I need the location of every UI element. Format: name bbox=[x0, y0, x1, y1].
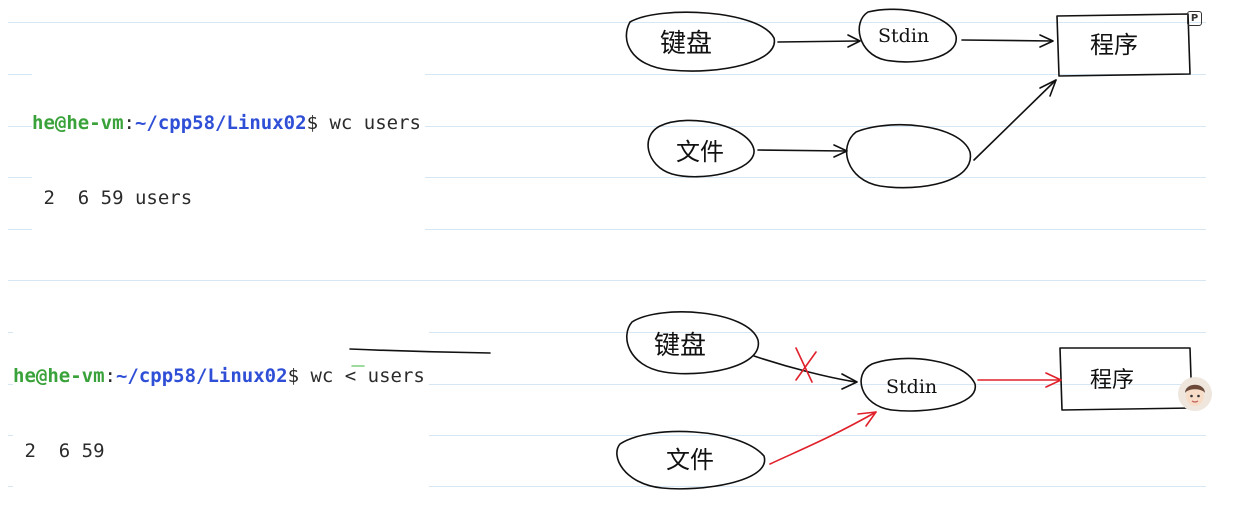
empty-stdin-ellipse bbox=[847, 125, 971, 188]
label-file-bottom: 文件 bbox=[666, 446, 714, 474]
page-margin bbox=[1206, 0, 1246, 505]
arrow-keyboard-stdin bbox=[778, 41, 858, 42]
arrow-stdin-program bbox=[962, 40, 1052, 41]
arrow-to-program bbox=[974, 80, 1056, 160]
arrow-file-stdin bbox=[758, 150, 846, 151]
arrow-file-stdin-red bbox=[770, 412, 876, 464]
underline-stroke bbox=[350, 349, 490, 353]
label-keyboard-top: 键盘 bbox=[660, 29, 712, 59]
label-stdin-bottom: Stdin bbox=[886, 376, 937, 398]
label-stdin-top: Stdin bbox=[878, 25, 929, 47]
label-program-bottom: 程序 bbox=[1090, 368, 1134, 393]
cross-out-mark bbox=[796, 348, 816, 382]
pdf-badge-icon[interactable]: P bbox=[1187, 11, 1202, 26]
label-keyboard-bottom: 键盘 bbox=[654, 331, 706, 361]
label-file-top: 文件 bbox=[676, 138, 724, 166]
label-program-top: 程序 bbox=[1090, 31, 1138, 59]
avatar-icon[interactable] bbox=[1178, 377, 1212, 411]
